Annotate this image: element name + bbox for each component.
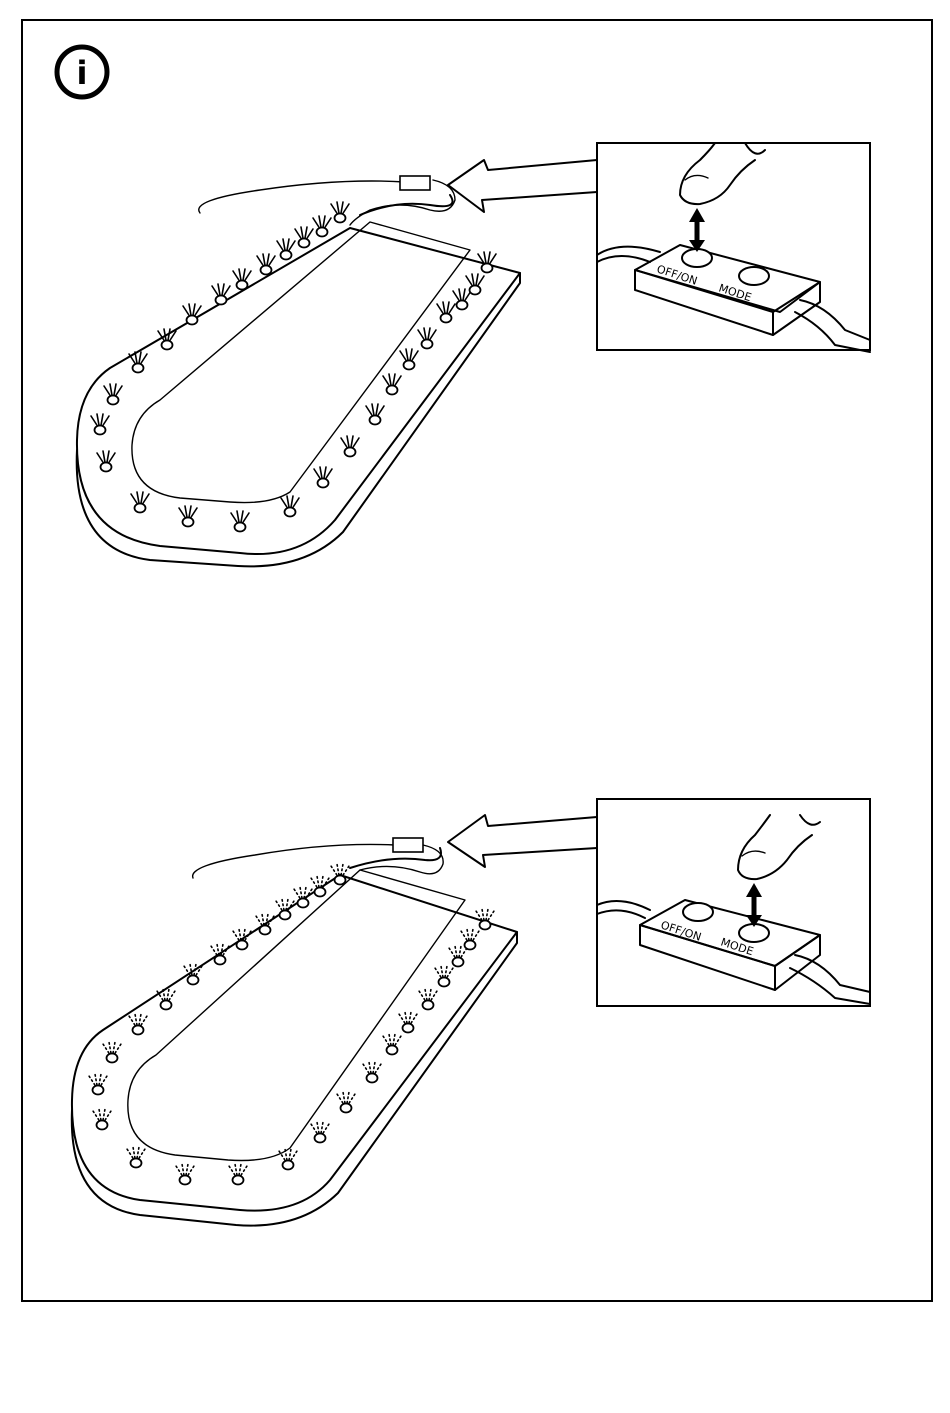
led-icon [97,451,115,472]
led-icon [231,511,249,532]
led-icon [127,1147,145,1168]
led-icon [449,946,467,967]
led-icon [461,929,479,950]
step-1-power: OFF/ON MODE [77,143,870,566]
led-icon [276,899,294,920]
led-icon [337,1092,355,1113]
led-icon [453,289,471,310]
led-icon [91,414,109,435]
led-mat [72,848,517,1226]
callout-arrow [448,815,597,867]
led-icon [129,1014,147,1035]
led-icon [93,1109,111,1130]
led-icon [179,506,197,527]
led-icon [229,1164,247,1185]
led-icon [104,384,122,405]
power-cable [199,176,455,225]
led-icon [363,1062,381,1083]
info-icon-symbol: i [77,54,88,92]
led-icon [331,202,349,223]
led-icon [313,216,331,237]
step-2-mode: OFF/ON MODE [72,799,870,1226]
led-icon [311,876,329,897]
led-icon [366,404,384,425]
led-icon [383,1034,401,1055]
controller-detail-box: OFF/ON MODE [597,799,870,1006]
led-icon [399,1012,417,1033]
led-icon [277,239,295,260]
led-icon [281,496,299,517]
led-icon [279,1149,297,1170]
led-icon [176,1164,194,1185]
led-icon [383,374,401,395]
cable-switch [400,176,430,190]
led-icon [183,304,201,325]
led-icon [400,349,418,370]
led-icon [311,1122,329,1143]
info-icon: i [57,47,107,97]
controller-detail-box: OFF/ON MODE [597,143,870,352]
led-icon [466,274,484,295]
led-icon [419,989,437,1010]
led-icon [437,302,455,323]
led-row-flashing [89,864,494,1185]
led-icon [341,436,359,457]
led-icon [89,1074,107,1095]
led-icon [295,227,313,248]
led-icon [257,254,275,275]
led-icon [435,966,453,987]
cable-switch [393,838,423,852]
led-icon [314,467,332,488]
led-icon [418,328,436,349]
led-icon [212,284,230,305]
led-icon [131,492,149,513]
callout-arrow [448,160,597,212]
led-icon [103,1042,121,1063]
